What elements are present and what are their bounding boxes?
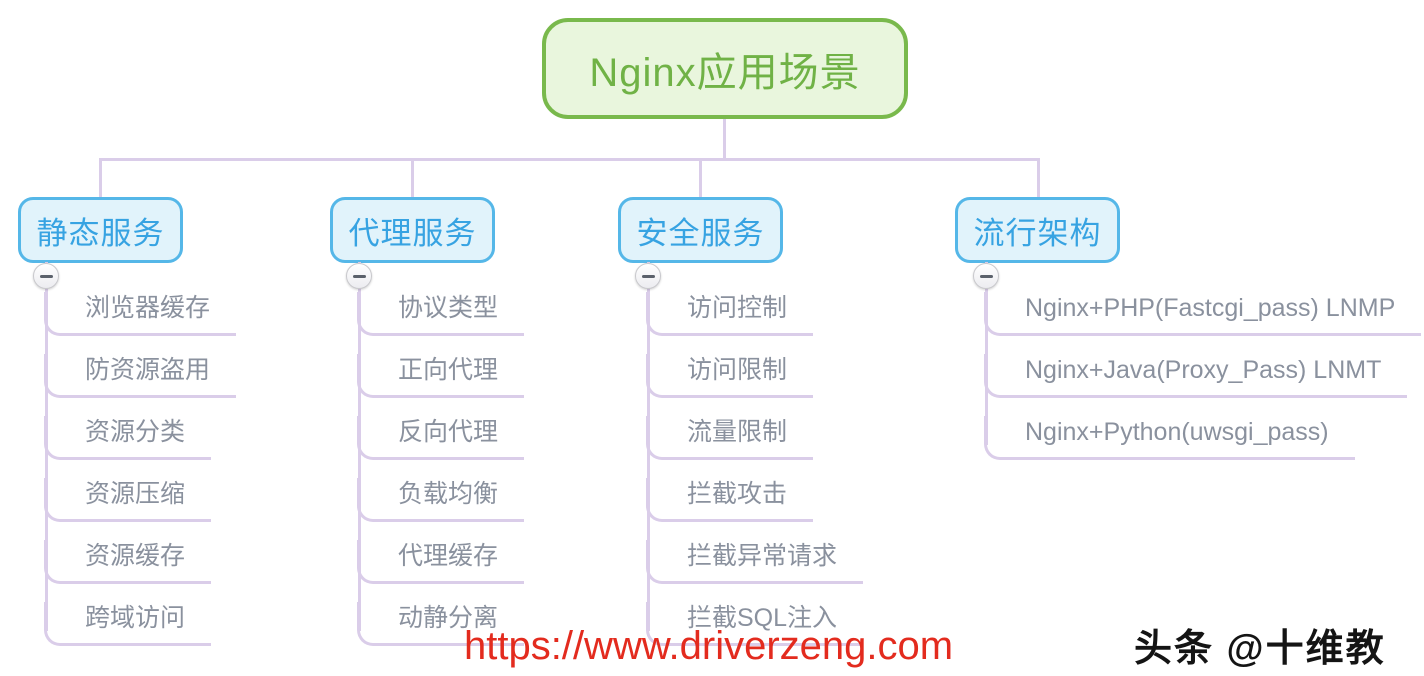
connector-drop-static bbox=[99, 158, 102, 198]
connector-trunk bbox=[985, 262, 988, 445]
connector-drop-architecture bbox=[1037, 158, 1040, 198]
child-item[interactable]: 拦截异常请求 bbox=[646, 540, 864, 584]
child-item[interactable]: 资源分类 bbox=[44, 416, 212, 460]
child-item[interactable]: Nginx+Java(Proxy_Pass) LNMT bbox=[984, 354, 1408, 398]
collapse-button-proxy[interactable] bbox=[346, 263, 372, 289]
connector-drop-proxy bbox=[411, 158, 414, 198]
minus-icon bbox=[352, 274, 366, 278]
branch-node-architecture[interactable]: 流行架构 bbox=[955, 197, 1120, 263]
collapse-button-architecture[interactable] bbox=[973, 263, 999, 289]
child-item[interactable]: Nginx+Python(uwsgi_pass) bbox=[984, 416, 1355, 460]
child-item[interactable]: 资源缓存 bbox=[44, 540, 212, 584]
child-item[interactable]: 协议类型 bbox=[357, 292, 525, 336]
child-item[interactable]: 浏览器缓存 bbox=[44, 292, 237, 336]
minus-icon bbox=[979, 274, 993, 278]
watermark-credit: 头条 @十维教育 bbox=[1134, 628, 1386, 670]
branch-node-static[interactable]: 静态服务 bbox=[18, 197, 183, 263]
child-item[interactable]: 访问限制 bbox=[646, 354, 814, 398]
branch-node-label: 代理服务 bbox=[348, 215, 477, 251]
child-item[interactable]: 拦截攻击 bbox=[646, 478, 814, 522]
root-node[interactable]: Nginx应用场景 bbox=[542, 18, 908, 119]
branch-node-security[interactable]: 安全服务 bbox=[618, 197, 783, 263]
root-node-label: Nginx应用场景 bbox=[589, 50, 861, 95]
child-item[interactable]: Nginx+PHP(Fastcgi_pass) LNMP bbox=[984, 292, 1422, 336]
branch-node-label: 静态服务 bbox=[36, 215, 165, 251]
child-item[interactable]: 正向代理 bbox=[357, 354, 525, 398]
branch-node-label: 流行架构 bbox=[973, 215, 1102, 251]
branch-node-label: 安全服务 bbox=[636, 215, 765, 251]
child-item[interactable]: 访问控制 bbox=[646, 292, 814, 336]
child-item[interactable]: 动静分离 bbox=[357, 602, 525, 646]
child-item[interactable]: 反向代理 bbox=[357, 416, 525, 460]
collapse-button-static[interactable] bbox=[33, 263, 59, 289]
child-item[interactable]: 拦截SQL注入 bbox=[646, 602, 864, 646]
child-item[interactable]: 防资源盗用 bbox=[44, 354, 237, 398]
collapse-button-security[interactable] bbox=[635, 263, 661, 289]
child-item[interactable]: 流量限制 bbox=[646, 416, 814, 460]
minus-icon bbox=[39, 274, 53, 278]
watermark-url: https://www.driverzeng.com bbox=[464, 624, 954, 668]
connector-root-vertical bbox=[723, 119, 726, 158]
child-item[interactable]: 负载均衡 bbox=[357, 478, 525, 522]
minus-icon bbox=[641, 274, 655, 278]
child-item[interactable]: 跨域访问 bbox=[44, 602, 212, 646]
branch-node-proxy[interactable]: 代理服务 bbox=[330, 197, 495, 263]
connector-horizontal-bus bbox=[99, 158, 1040, 161]
connector-drop-security bbox=[699, 158, 702, 198]
child-item[interactable]: 资源压缩 bbox=[44, 478, 212, 522]
child-item[interactable]: 代理缓存 bbox=[357, 540, 525, 584]
